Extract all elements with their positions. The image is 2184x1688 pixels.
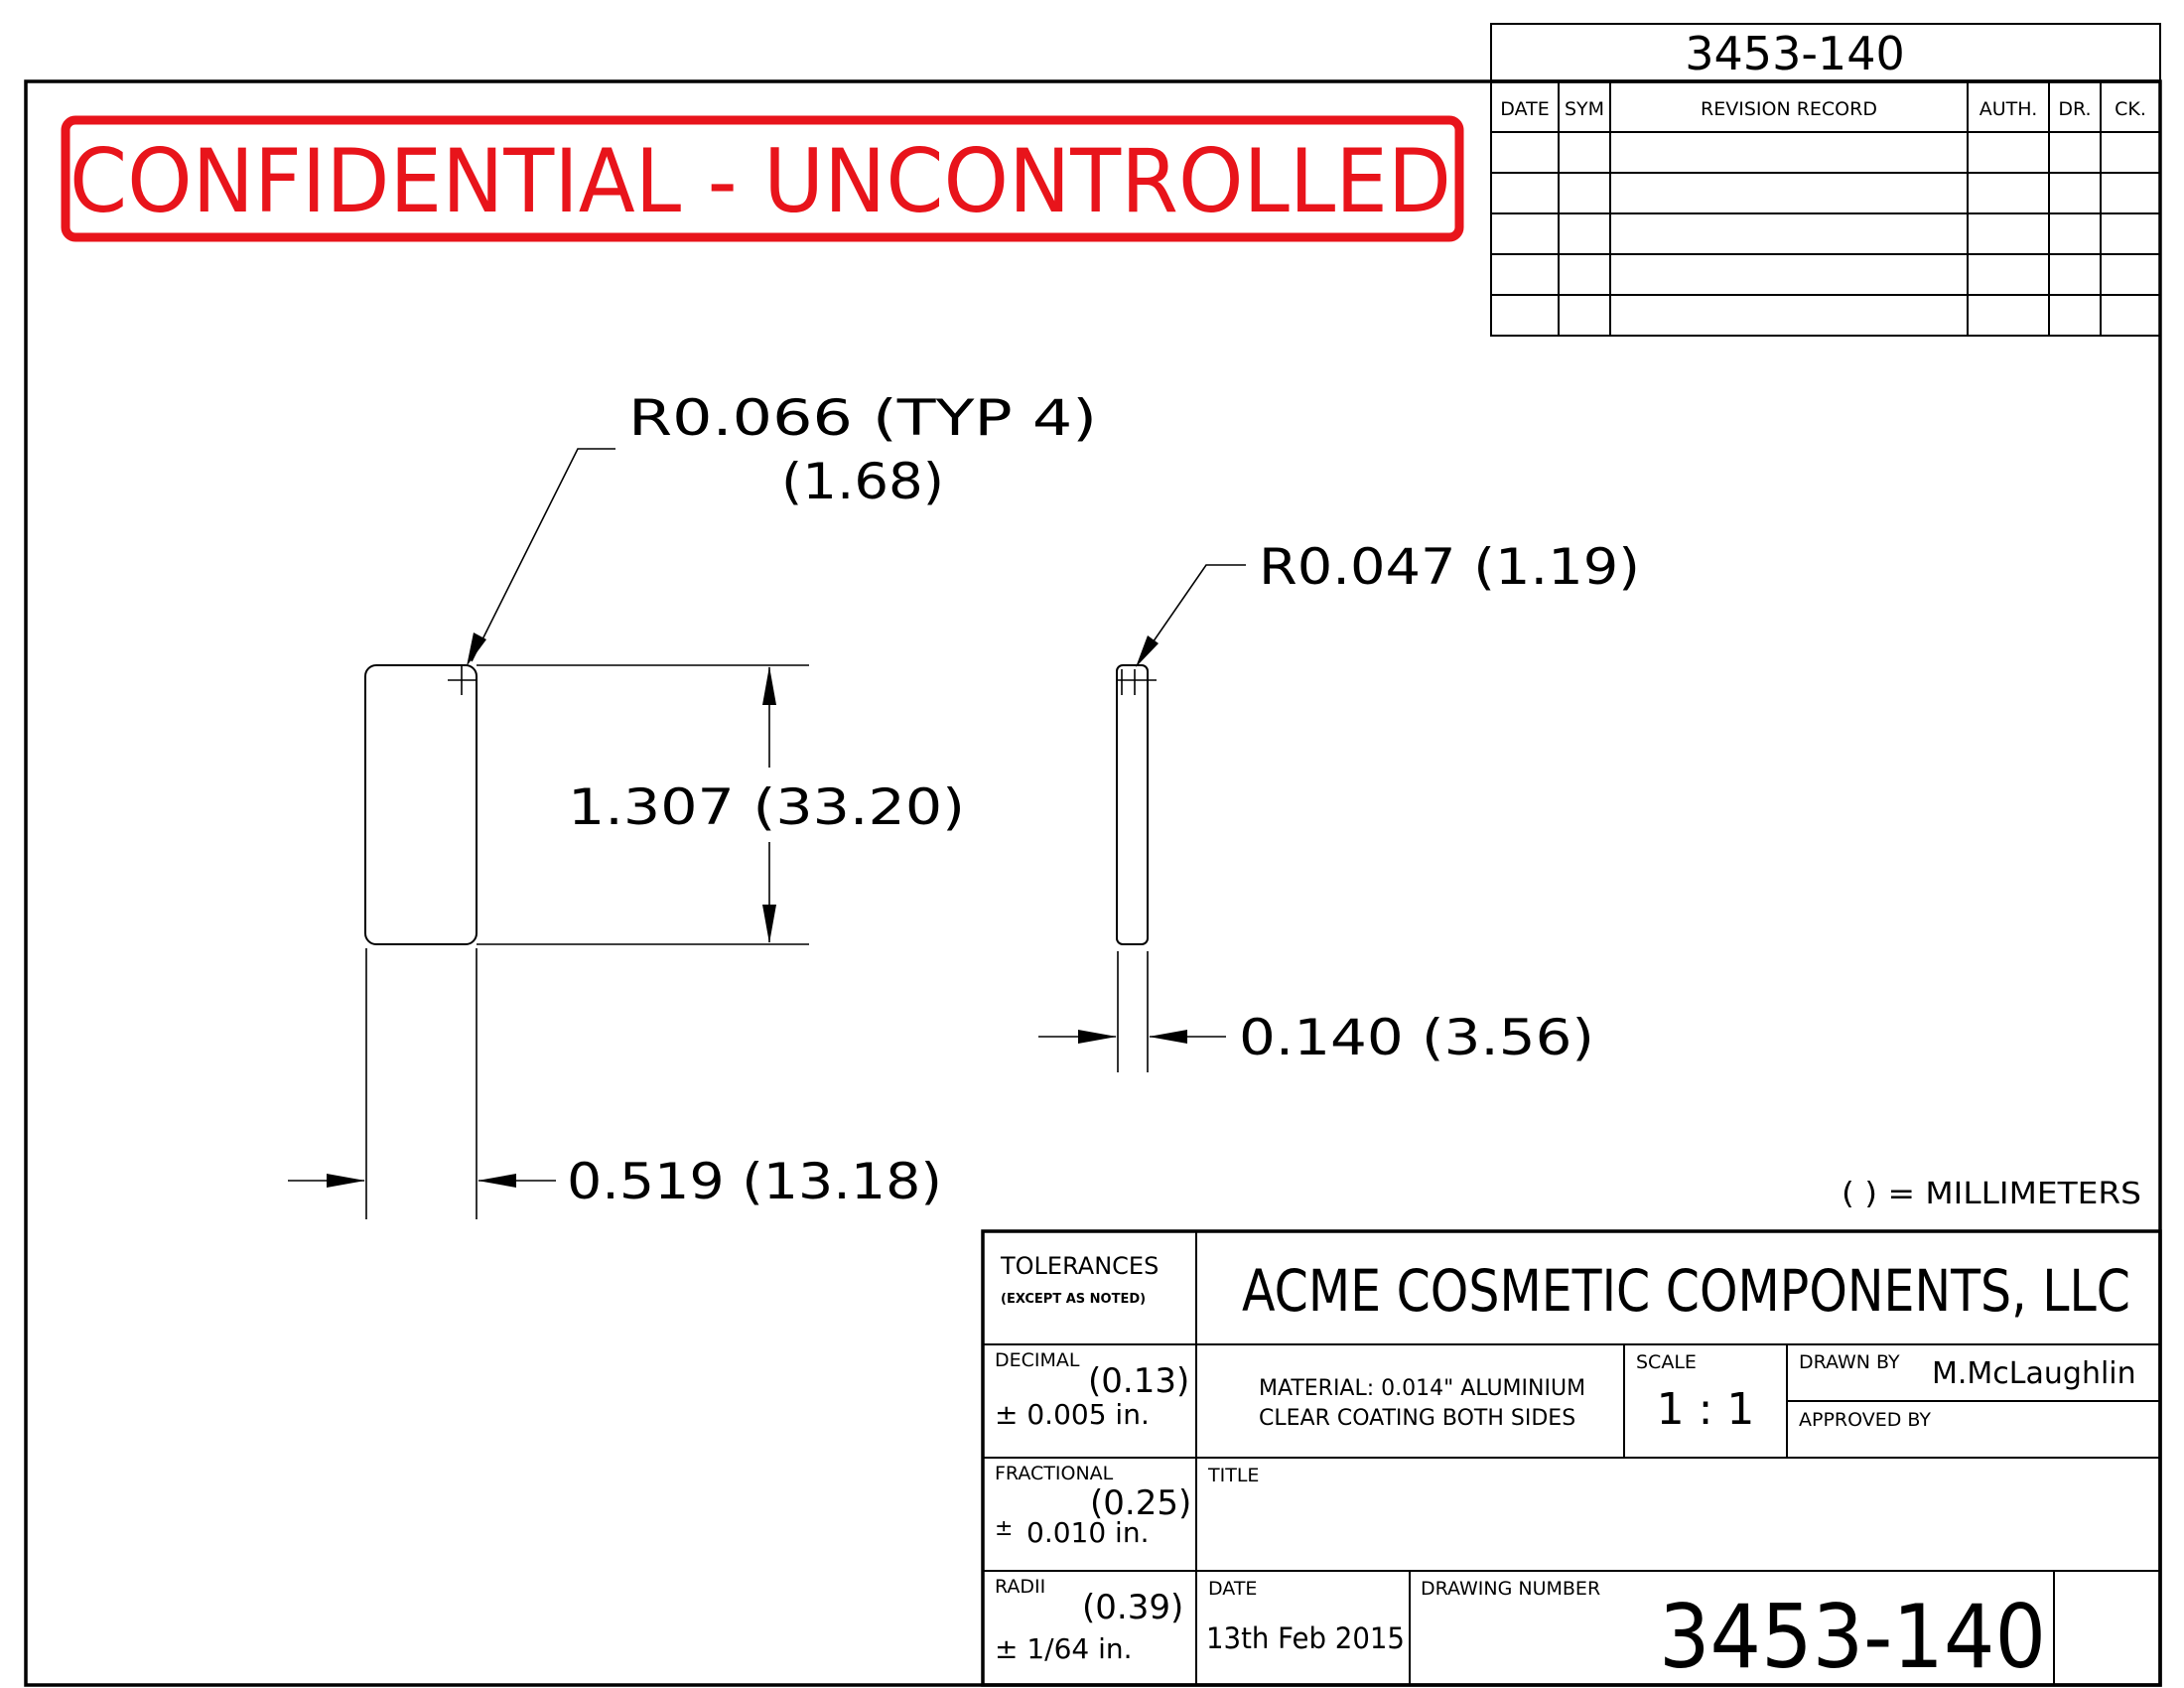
- width-arrow-right: [478, 1174, 516, 1188]
- stamp-frame: [61, 115, 1464, 242]
- radii-value: ± 1/64 in.: [995, 1632, 1133, 1665]
- date-value: 13th Feb 2015: [1206, 1621, 1405, 1655]
- stamp-text: CONFIDENTIAL - UNCONTROLLED: [69, 130, 1451, 232]
- dim-corner-radius-mm: (1.68): [781, 453, 944, 510]
- tolerances-sub: (EXCEPT AS NOTED): [1001, 1292, 1146, 1307]
- title-block: TOLERANCES (EXCEPT AS NOTED) DECIMAL (0.…: [981, 1229, 2162, 1688]
- thickness-arrow-right: [1149, 1030, 1187, 1044]
- revision-header-dr: DR.: [2058, 98, 2091, 120]
- height-arrow-top: [762, 666, 776, 705]
- plate-outline: [364, 664, 478, 945]
- decimal-mm: (0.13): [1088, 1361, 1189, 1401]
- fractional-pm: ±: [995, 1516, 1013, 1541]
- drawing-border: [24, 79, 2162, 1687]
- fractional-mm: (0.25): [1090, 1483, 1191, 1523]
- dim-side-radius: R0.047 (1.19): [1259, 538, 1640, 596]
- radii-mm: (0.39): [1082, 1588, 1183, 1627]
- date-label: DATE: [1208, 1578, 1257, 1600]
- decimal-value: ± 0.005 in.: [995, 1398, 1150, 1431]
- dim-corner-radius: R0.066 (TYP 4): [628, 389, 1097, 447]
- thickness-arrow-left: [1078, 1030, 1117, 1044]
- confidential-stamp: CONFIDENTIAL - UNCONTROLLED: [61, 115, 1464, 242]
- radius-leader-arrow: [467, 633, 486, 666]
- title-label: TITLE: [1207, 1465, 1259, 1486]
- side-view: [1038, 564, 1246, 1072]
- drawing-number-label: DRAWING NUMBER: [1421, 1578, 1600, 1600]
- material-line-2: CLEAR COATING BOTH SIDES: [1259, 1406, 1575, 1431]
- revision-block-frame: [1490, 23, 2161, 337]
- drawing-number-value: 3453-140: [1659, 1586, 2046, 1688]
- side-radius-leader-arrow: [1136, 635, 1159, 667]
- approved-by-label: APPROVED BY: [1799, 1409, 1931, 1431]
- decimal-label: DECIMAL: [995, 1349, 1080, 1371]
- radii-label: RADII: [995, 1576, 1045, 1598]
- drawn-by-value: M.McLaughlin: [1932, 1356, 2136, 1391]
- material-line-1: MATERIAL: 0.014" ALUMINIUM: [1259, 1376, 1585, 1401]
- revision-header-auth: AUTH.: [1979, 98, 2038, 120]
- fractional-value: 0.010 in.: [1026, 1516, 1149, 1549]
- revision-block: 3453-140 DATE SYM REVISION RECORD AUTH. …: [1490, 23, 2161, 337]
- scale-label: SCALE: [1636, 1351, 1697, 1373]
- dim-thickness: 0.140 (3.56): [1239, 1009, 1594, 1066]
- revision-header-record: REVISION RECORD: [1701, 98, 1877, 120]
- scale-value: 1 : 1: [1657, 1384, 1755, 1435]
- width-arrow-left: [327, 1174, 365, 1188]
- revision-header-ck: CK.: [2115, 98, 2146, 120]
- revision-header-sym: SYM: [1565, 98, 1604, 120]
- fractional-label: FRACTIONAL: [995, 1463, 1114, 1484]
- dim-width: 0.519 (13.18): [567, 1153, 942, 1210]
- units-note: ( ) = MILLIMETERS: [1842, 1177, 2141, 1211]
- front-view: [288, 448, 809, 1219]
- dim-height: 1.307 (33.20): [568, 778, 965, 836]
- side-outline: [1116, 664, 1149, 945]
- tolerances-label: TOLERANCES: [1000, 1252, 1159, 1280]
- revision-header-date: DATE: [1500, 98, 1549, 120]
- drawn-by-label: DRAWN BY: [1799, 1351, 1900, 1373]
- height-arrow-bottom: [762, 905, 776, 943]
- company-name: ACME COSMETIC COMPONENTS, LLC: [1242, 1257, 2130, 1325]
- revision-drawing-number: 3453-140: [1685, 27, 1904, 80]
